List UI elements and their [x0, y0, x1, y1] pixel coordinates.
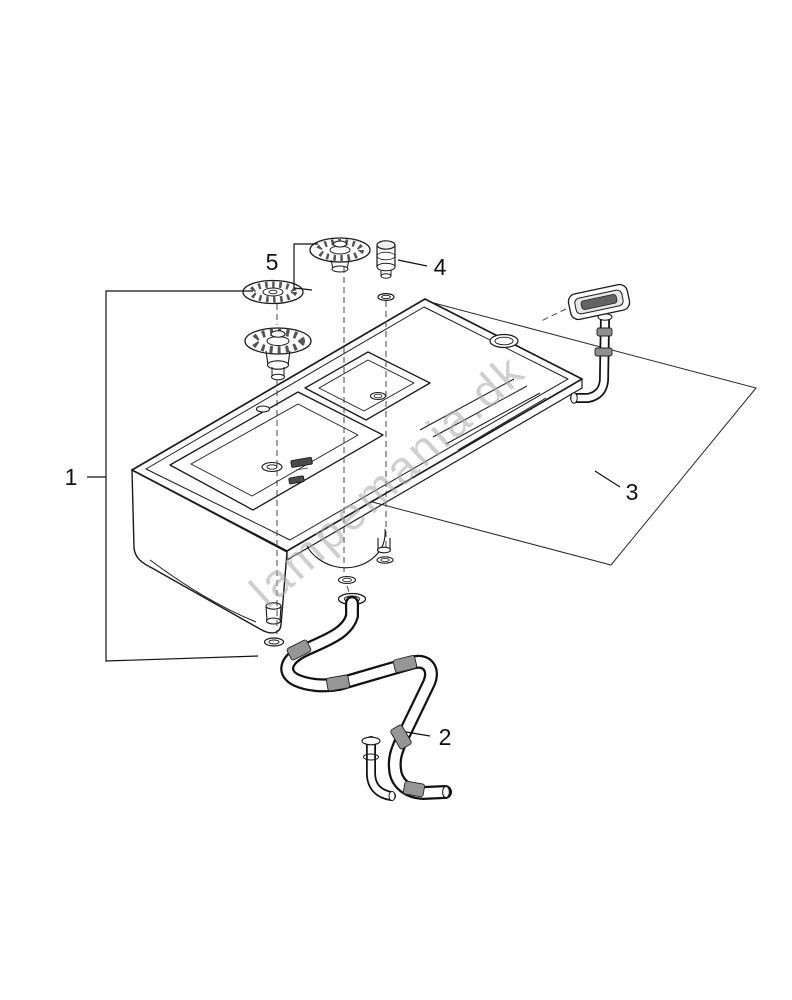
- part-callout-5: 5: [266, 249, 279, 275]
- gasket-ring-secondary: [376, 556, 394, 564]
- trap-assembly-drawing: [280, 592, 452, 802]
- callout-leader-2: [405, 731, 431, 737]
- strainer-basket-top: [309, 237, 371, 273]
- rim-hole: [255, 405, 271, 413]
- stopper-o-ring: [377, 293, 395, 302]
- overflow-assembly-drawing: [567, 283, 631, 404]
- part-callout-3: 3: [626, 479, 639, 505]
- stopper-drawing: [376, 240, 396, 279]
- fastening-clamps: [288, 456, 313, 485]
- trap-tailpiece: [361, 736, 396, 802]
- secondary-basin: [304, 351, 431, 421]
- part-callout-2: 2: [439, 724, 452, 750]
- callout-lines: [87, 243, 621, 737]
- strainer-flange-ring: [242, 279, 304, 305]
- callout-leader-3: [594, 470, 621, 488]
- callout-bracket-1: [105, 290, 259, 662]
- gasket-ring-main: [263, 637, 285, 647]
- callout-bracket-5: [293, 243, 318, 291]
- construction-dashes: [276, 267, 567, 634]
- pipe-coupling-nuts: [286, 639, 426, 798]
- overflow-cover: [567, 283, 631, 321]
- secondary-basin-drain-stub: [376, 538, 392, 554]
- strainer-basket-large: [244, 327, 312, 381]
- part-callout-4: 4: [434, 254, 447, 280]
- sink-underbody: [131, 468, 386, 634]
- gasket-ring-strainer: [337, 575, 357, 585]
- callout-leader-4: [397, 259, 428, 267]
- part-callout-1: 1: [65, 464, 78, 490]
- faucet-hole: [489, 333, 519, 349]
- drainer-grooves: [419, 378, 547, 451]
